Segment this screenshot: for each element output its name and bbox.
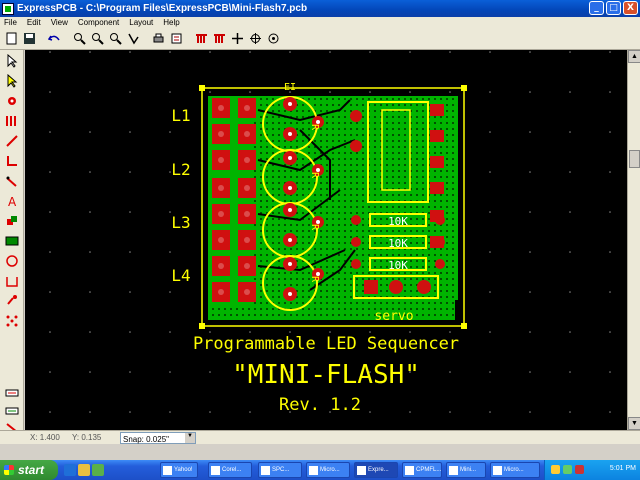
scroll-up-icon[interactable]: ▲ (628, 50, 640, 63)
start-button[interactable]: start (0, 460, 58, 480)
maximize-button[interactable]: □ (606, 1, 621, 15)
window-title: ExpressPCB - C:\Program Files\ExpressPCB… (17, 3, 308, 14)
part-icon[interactable] (211, 30, 228, 47)
center-icon[interactable] (265, 30, 282, 47)
rectangle-tool-icon[interactable] (3, 272, 21, 290)
led-label-1: L1 (171, 106, 190, 125)
square-pad-tool-icon[interactable] (3, 212, 21, 230)
board-subtitle: Programmable LED Sequencer (193, 334, 459, 354)
servo-outline (353, 275, 439, 299)
servo-label: servo (374, 309, 413, 324)
close-button[interactable]: X (623, 1, 638, 15)
tray-icon-3[interactable] (575, 465, 584, 474)
r-label-2: R (309, 172, 320, 179)
print-icon[interactable] (150, 30, 167, 47)
resistor-label-3: 10K (388, 259, 408, 272)
header-pads (212, 98, 256, 302)
properties-icon[interactable] (168, 30, 185, 47)
select-tool-icon[interactable] (3, 52, 21, 70)
pcb-canvas[interactable]: L1 L2 L3 L4 R R R R EI 10K 10K 10K servo… (25, 50, 627, 430)
clock: 5:01 PM (609, 465, 636, 472)
diagonal-tool-icon[interactable] (3, 172, 21, 190)
dimension-tool-icon[interactable] (3, 312, 21, 330)
task-cpmfl[interactable]: CPMFL... (402, 462, 442, 478)
tool-palette: A (0, 50, 24, 433)
zoom-prev-icon[interactable] (125, 30, 142, 47)
scroll-thumb[interactable] (629, 150, 640, 168)
snap-value: Snap: 0.025" (123, 435, 169, 444)
start-label: start (18, 463, 45, 477)
ie-icon[interactable] (64, 464, 76, 476)
layer-tool-2-icon[interactable] (3, 402, 21, 420)
task-spc[interactable]: SPC... (258, 462, 302, 478)
r-label-3: R (309, 224, 320, 231)
task-yahoo[interactable]: Yahoo! (160, 462, 198, 478)
task-mini[interactable]: Mini... (446, 462, 486, 478)
led-label-4: L4 (171, 266, 190, 285)
vertical-scrollbar[interactable]: ▲ ▼ (627, 50, 640, 430)
save-icon[interactable] (21, 30, 38, 47)
pad-icon[interactable] (229, 30, 246, 47)
folder-icon[interactable] (78, 464, 90, 476)
toolbar (0, 28, 640, 50)
pcb-drawing: L1 L2 L3 L4 R R R R EI 10K 10K 10K servo… (25, 50, 627, 430)
pointer-tool-icon[interactable] (3, 72, 21, 90)
move-icon[interactable] (247, 30, 264, 47)
trace-tool-icon[interactable] (3, 132, 21, 150)
undo-icon[interactable] (46, 30, 63, 47)
scroll-down-icon[interactable]: ▼ (628, 417, 640, 430)
task-micro-2[interactable]: Micro... (490, 462, 540, 478)
media-icon[interactable] (92, 464, 104, 476)
y-coordinate: Y: 0.135 (72, 433, 102, 442)
filled-plane-tool-icon[interactable] (3, 232, 21, 250)
led-label-3: L3 (171, 213, 190, 232)
system-tray: 5:01 PM (544, 460, 640, 480)
menu-edit[interactable]: Edit (26, 18, 41, 27)
minimize-button[interactable]: _ (589, 1, 604, 15)
top-pad-label: EI (284, 82, 296, 93)
component-icon[interactable] (193, 30, 210, 47)
resistor-label-1: 10K (388, 215, 408, 228)
zoom-out-icon[interactable] (89, 30, 106, 47)
r-label-4: R (309, 276, 320, 283)
title-bar: ExpressPCB - C:\Program Files\ExpressPCB… (0, 0, 640, 17)
app-icon[interactable] (2, 2, 14, 15)
tray-icon-1[interactable] (551, 465, 560, 474)
r-label-1: R (309, 124, 320, 131)
task-micro[interactable]: Micro... (306, 462, 350, 478)
new-icon[interactable] (3, 30, 20, 47)
menu-file[interactable]: File (4, 18, 17, 27)
taskbar: start Yahoo! Corel... SPC... Micro... Ex… (0, 460, 640, 480)
layer-tool-icon[interactable] (3, 384, 21, 402)
menu-view[interactable]: View (50, 18, 68, 27)
text-tool-icon[interactable]: A (3, 192, 21, 210)
circle-tool-icon[interactable] (3, 252, 21, 270)
resistors (351, 213, 445, 271)
pad-tool-icon[interactable] (3, 92, 21, 110)
board-outline (201, 87, 465, 327)
corner-tool-icon[interactable] (3, 152, 21, 170)
resistor-label-2: 10K (388, 237, 408, 250)
led-label-2: L2 (171, 160, 190, 179)
ic-outline (367, 101, 429, 203)
menu-component[interactable]: Component (77, 18, 120, 27)
zoom-fit-icon[interactable] (107, 30, 124, 47)
svg-text:A: A (8, 195, 17, 208)
board-title: "MINI-FLASH" (232, 360, 420, 390)
zoom-in-icon[interactable] (71, 30, 88, 47)
x-coordinate: X: 1.400 (30, 433, 60, 442)
marker-tool-icon[interactable] (3, 292, 21, 310)
tray-icon-2[interactable] (563, 465, 572, 474)
chevron-down-icon[interactable]: ▼ (185, 433, 195, 443)
menu-layout[interactable]: Layout (129, 18, 154, 27)
status-bar: X: 1.400 Y: 0.135 Snap: 0.025" ▼ (0, 430, 640, 444)
component-tool-icon[interactable] (3, 112, 21, 130)
menu-help[interactable]: Help (163, 18, 180, 27)
window-controls: _ □ X (589, 1, 638, 15)
snap-dropdown[interactable]: Snap: 0.025" ▼ (120, 432, 196, 444)
menu-bar: File Edit View Component Layout Help (0, 17, 640, 28)
board-revision: Rev. 1.2 (279, 395, 361, 415)
task-expresspcb[interactable]: Expre... (354, 462, 398, 478)
task-corel[interactable]: Corel... (208, 462, 252, 478)
